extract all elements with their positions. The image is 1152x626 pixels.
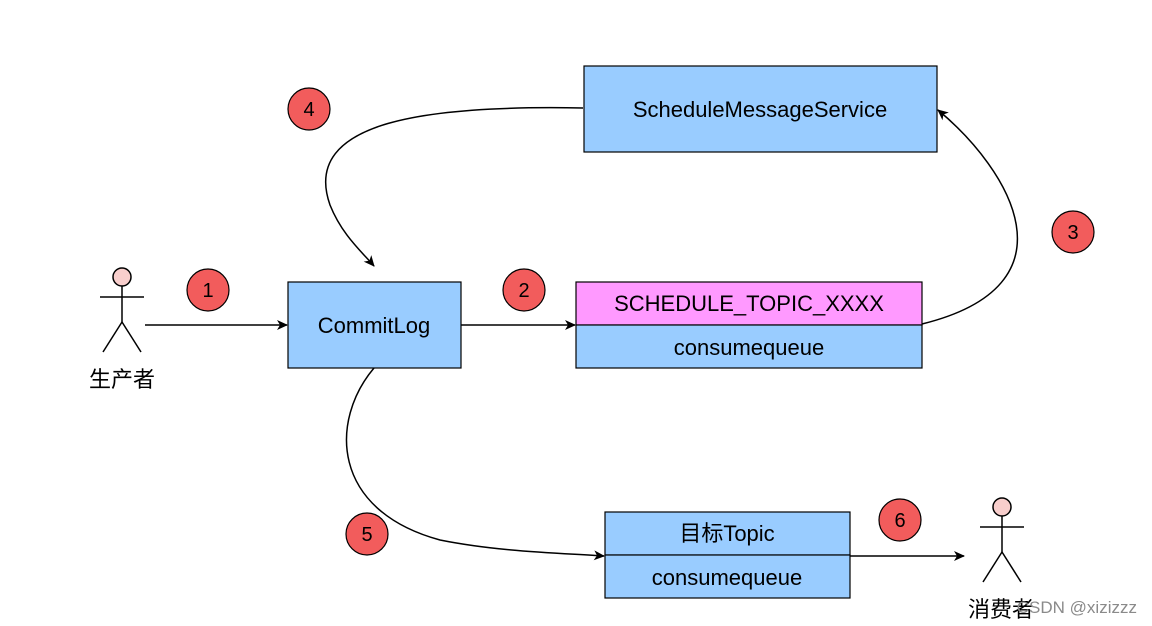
step-badge-6: 6 [878,498,922,542]
step-badge-5: 5 [345,512,389,556]
step-badge-5-label: 5 [361,524,372,546]
step-badge-1-label: 1 [202,280,213,302]
step-badge-4-label: 4 [303,99,314,121]
arrow-commitlog-to-target-topic [345,367,605,561]
target-topic-box: 目标Topic consumequeue [604,511,851,599]
step-badge-6-label: 6 [894,510,905,532]
step-badge-1: 1 [186,268,230,312]
step-badge-4: 4 [287,87,331,131]
schedule-topic-box: SCHEDULE_TOPIC_XXXX consumequeue [575,281,923,369]
step-badge-2: 2 [502,268,546,312]
producer-label: 生产者 [89,368,155,393]
consumer-actor-icon [980,497,1024,583]
consumer-label: 消费者 [968,598,1034,623]
step-badge-3-label: 3 [1067,222,1078,244]
schedule-topic-consumequeue: consumequeue [674,335,824,360]
schedule-service-box: ScheduleMessageService [583,65,938,153]
schedule-topic-header: SCHEDULE_TOPIC_XXXX [614,291,884,316]
watermark-text: CSDN @xizizzz [1017,598,1137,617]
schedule-service-label: ScheduleMessageService [633,97,887,122]
step-badge-3: 3 [1051,210,1095,254]
arrow-service-to-commitlog [324,106,584,267]
step-badge-2-label: 2 [518,280,529,302]
arrow-schedule-topic-to-service [921,109,1019,325]
producer-actor-icon [100,267,144,353]
commitlog-label: CommitLog [318,313,430,338]
commitlog-box: CommitLog [287,281,462,369]
target-topic-header: 目标Topic [679,521,774,546]
target-topic-consumequeue: consumequeue [652,565,802,590]
